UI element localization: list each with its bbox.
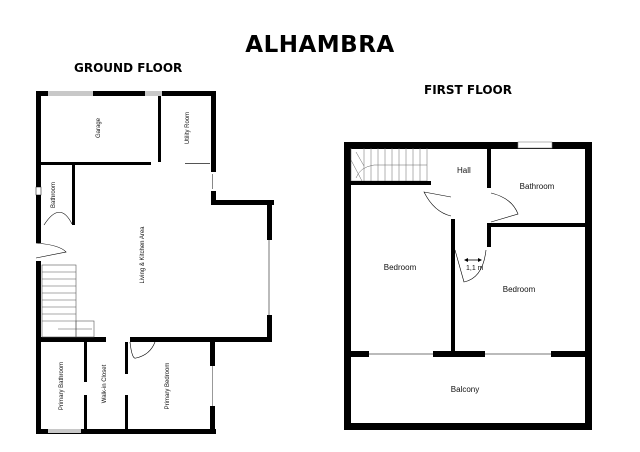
room-label-garage: Garage	[96, 117, 102, 138]
room-label-hall: Hall	[457, 166, 471, 175]
ground-floor-title: GROUND FLOOR	[74, 61, 183, 75]
room-label-bathroom-ff: Bathroom	[520, 182, 555, 191]
room-label-bedroom-right: Bedroom	[503, 285, 536, 294]
room-label-utility-room: Utility Room	[185, 112, 191, 144]
room-label-bedroom-left: Bedroom	[384, 263, 417, 272]
ground-floor-plan	[35, 91, 274, 434]
first-floor-plan	[344, 141, 592, 430]
room-label-primary-bathroom: Primary Bathroom	[59, 362, 65, 410]
room-label-balcony: Balcony	[451, 385, 479, 394]
room-label-living-kitchen: Living & Kitchen Area	[140, 226, 146, 284]
first-floor-title: FIRST FLOOR	[424, 83, 512, 97]
dimension-label: 1,1 m	[466, 265, 484, 272]
room-label-walk-in-closet: Walk-in Closet	[102, 364, 108, 403]
room-label-primary-bedroom: Primary Bedroom	[165, 363, 171, 410]
plan-title: ALHAMBRA	[245, 32, 395, 58]
room-label-bathroom: Bathroom	[51, 182, 57, 208]
